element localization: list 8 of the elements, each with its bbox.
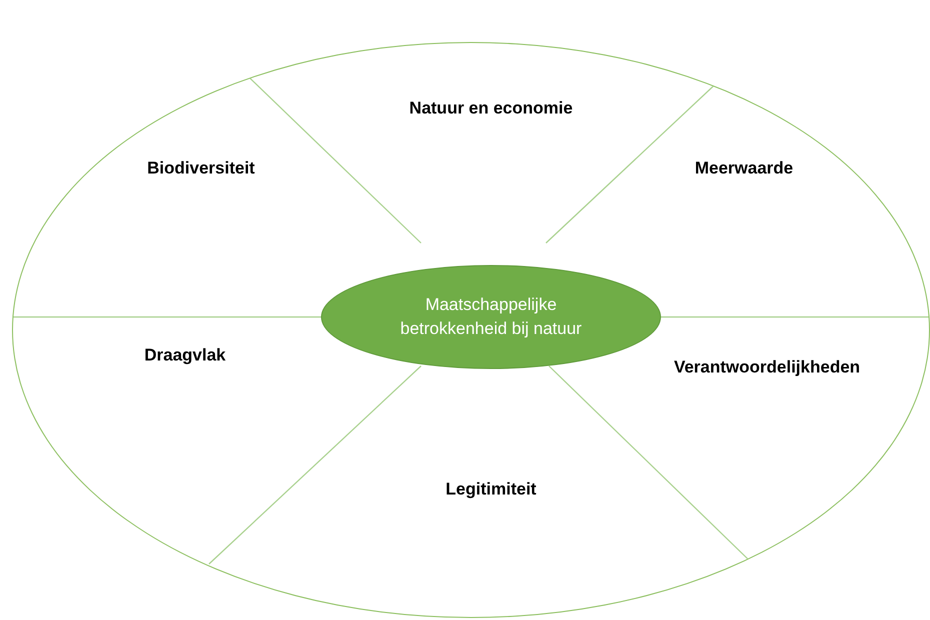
center-label: Maatschappelijke betrokkenheid bij natuur	[399, 294, 583, 340]
sector-label: Legitimiteit	[446, 478, 536, 500]
outer-ellipse	[12, 42, 930, 618]
sector-label: Verantwoordelijkheden	[674, 356, 860, 378]
sector-label: Meerwaarde	[694, 157, 794, 180]
sector-label: Draagvlak	[144, 344, 226, 366]
sector-label: Biodiversiteit	[147, 157, 255, 180]
sector-label: Natuur en economie	[409, 97, 573, 120]
